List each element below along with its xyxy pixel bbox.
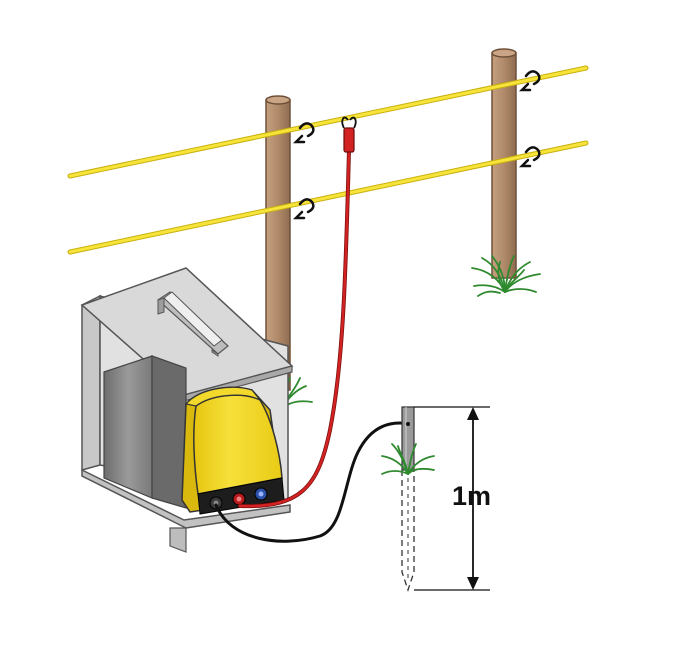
terminal-aux-icon [254, 487, 268, 501]
insulator-left-upper-icon [292, 122, 315, 144]
terminal-earth-icon [209, 496, 223, 510]
fence-energizer [181, 386, 285, 515]
arrow-up-icon [467, 407, 479, 420]
battery [103, 355, 187, 509]
fence-wires [67, 65, 589, 255]
insulator-right-lower-icon [518, 146, 541, 168]
grass-tuft-right [471, 255, 541, 297]
fence-post-right [491, 48, 517, 279]
ground-rod [401, 406, 415, 593]
insulator-left-lower-icon [292, 198, 315, 220]
terminal-live-icon [232, 492, 246, 506]
wire-clip-icon [341, 116, 357, 153]
grass-tuft-rod [381, 443, 435, 475]
live-lead [238, 116, 357, 509]
ground-rod-depth-label: 1m [452, 481, 491, 511]
arrow-down-icon [467, 577, 479, 590]
insulators [292, 70, 541, 220]
enclosure-handle [157, 291, 229, 357]
earth-lead [214, 421, 412, 543]
insulator-right-upper-icon [518, 70, 541, 92]
depth-dimension: 1m [414, 406, 491, 591]
